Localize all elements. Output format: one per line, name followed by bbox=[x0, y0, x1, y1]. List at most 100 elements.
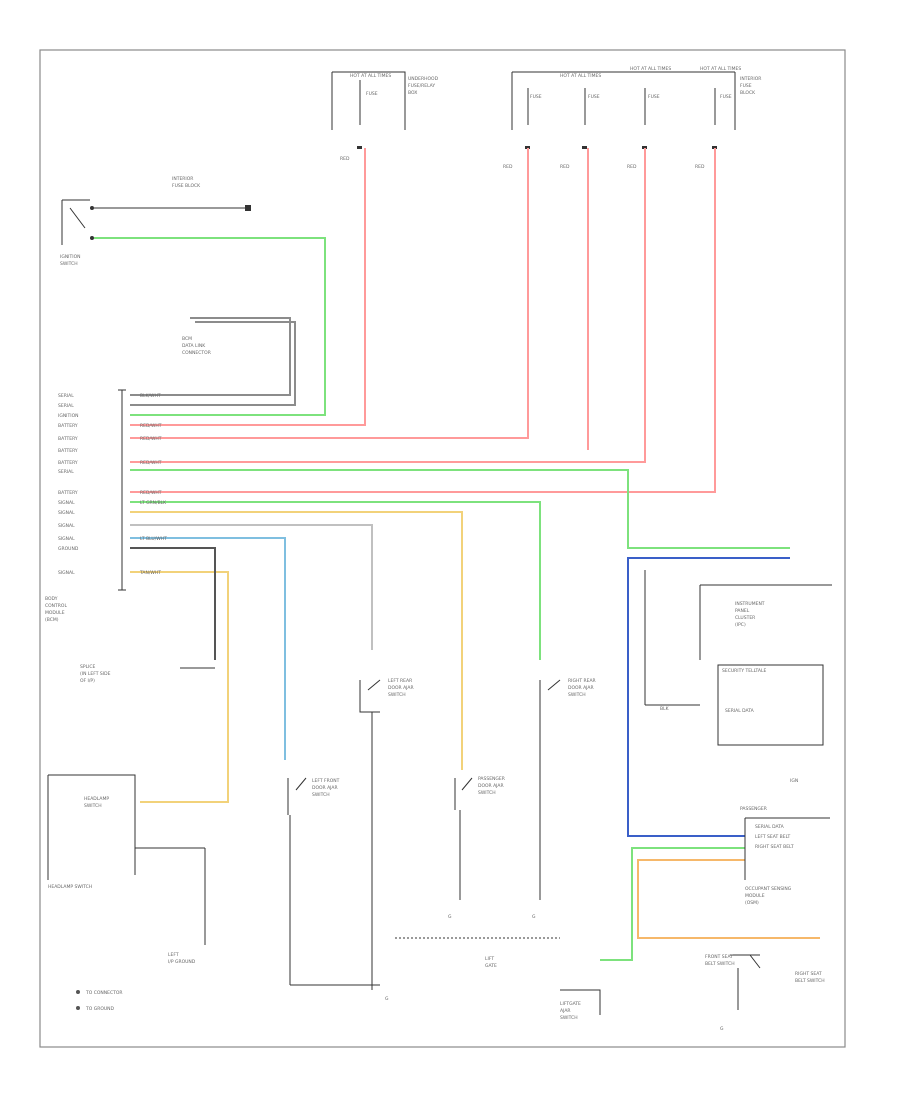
body-control-module-connector: BCM DATA LINK CONNECTOR BODY CONTROL MOD… bbox=[45, 336, 211, 623]
svg-text:BATTERY: BATTERY bbox=[58, 490, 78, 496]
svg-text:FUSE/RELAY: FUSE/RELAY bbox=[408, 83, 435, 89]
svg-text:CLUSTER: CLUSTER bbox=[735, 615, 755, 621]
fuse-wire-labels: RED RED RED RED RED bbox=[340, 156, 705, 170]
svg-text:RED/WHT: RED/WHT bbox=[140, 490, 162, 496]
svg-text:(BCM): (BCM) bbox=[45, 617, 59, 623]
svg-text:MODULE: MODULE bbox=[745, 893, 765, 899]
svg-text:BLK: BLK bbox=[660, 706, 670, 712]
svg-text:PANEL: PANEL bbox=[735, 608, 750, 614]
svg-text:BATTERY: BATTERY bbox=[58, 436, 78, 442]
bcm-pin-labels: SERIAL SERIAL IGNITION BATTERY BATTERY B… bbox=[58, 393, 167, 576]
svg-text:FUSE: FUSE bbox=[648, 94, 660, 100]
svg-text:TAN/WHT: TAN/WHT bbox=[139, 570, 161, 576]
svg-text:FUSE BLOCK: FUSE BLOCK bbox=[172, 183, 201, 189]
svg-text:BATTERY: BATTERY bbox=[58, 448, 78, 454]
svg-text:(IN LEFT SIDE: (IN LEFT SIDE bbox=[80, 671, 111, 677]
svg-text:HEADLAMP: HEADLAMP bbox=[84, 796, 109, 802]
svg-text:TO GROUND: TO GROUND bbox=[85, 1006, 115, 1012]
svg-text:SWITCH: SWITCH bbox=[60, 261, 78, 267]
svg-text:DATA LINK: DATA LINK bbox=[182, 343, 206, 349]
svg-text:PASSENGER: PASSENGER bbox=[740, 806, 767, 812]
svg-text:BATTERY: BATTERY bbox=[58, 423, 78, 429]
svg-text:FUSE: FUSE bbox=[366, 91, 378, 97]
svg-text:BELT SWITCH: BELT SWITCH bbox=[705, 961, 735, 967]
svg-text:DOOR AJAR: DOOR AJAR bbox=[478, 783, 504, 789]
svg-text:G: G bbox=[532, 914, 536, 920]
front-seat-belt-switch: FRONT SEAT BELT SWITCH RIGHT SEAT BELT S… bbox=[705, 954, 825, 1032]
svg-text:RED: RED bbox=[503, 164, 513, 170]
svg-text:INTERIOR: INTERIOR bbox=[740, 76, 761, 82]
svg-text:SIGNAL: SIGNAL bbox=[58, 523, 75, 529]
fuse-block-right: HOT AT ALL TIMES HOT AT ALL TIMES HOT AT… bbox=[511, 66, 761, 149]
svg-text:DOOR AJAR: DOOR AJAR bbox=[568, 685, 594, 691]
svg-text:CONTROL: CONTROL bbox=[45, 603, 67, 609]
svg-text:BATTERY: BATTERY bbox=[58, 460, 78, 466]
svg-text:RED: RED bbox=[695, 164, 705, 170]
svg-text:BODY: BODY bbox=[45, 596, 58, 602]
svg-text:SWITCH: SWITCH bbox=[568, 692, 586, 698]
svg-text:SPLICE: SPLICE bbox=[80, 664, 96, 670]
svg-text:RIGHT SEAT BELT: RIGHT SEAT BELT bbox=[755, 844, 794, 850]
svg-text:DOOR AJAR: DOOR AJAR bbox=[312, 785, 338, 791]
svg-text:G: G bbox=[448, 914, 452, 920]
svg-text:SWITCH: SWITCH bbox=[478, 790, 496, 796]
svg-text:INSTRUMENT: INSTRUMENT bbox=[735, 601, 765, 607]
svg-text:LIFT: LIFT bbox=[485, 956, 494, 962]
svg-text:SIGNAL: SIGNAL bbox=[58, 510, 75, 516]
svg-text:I/P GROUND: I/P GROUND bbox=[168, 959, 196, 965]
svg-text:TO CONNECTOR: TO CONNECTOR bbox=[85, 990, 123, 996]
door-switch-passenger: PASSENGER DOOR AJAR SWITCH bbox=[454, 776, 505, 900]
svg-text:SECURITY TELLTALE: SECURITY TELLTALE bbox=[722, 668, 766, 674]
svg-text:G: G bbox=[385, 996, 389, 1002]
legend: TO CONNECTOR TO GROUND bbox=[76, 990, 123, 1012]
svg-text:GROUND: GROUND bbox=[58, 546, 79, 552]
svg-text:LIFTGATE: LIFTGATE bbox=[560, 1001, 581, 1007]
svg-text:BCM: BCM bbox=[182, 336, 192, 342]
svg-text:SIGNAL: SIGNAL bbox=[58, 536, 75, 542]
svg-text:PASSENGER: PASSENGER bbox=[478, 776, 505, 782]
svg-text:INTERIOR: INTERIOR bbox=[172, 176, 193, 182]
svg-text:(OSM): (OSM) bbox=[745, 900, 759, 906]
svg-text:LT BLU/WHT: LT BLU/WHT bbox=[140, 536, 167, 542]
svg-text:BLK/WHT: BLK/WHT bbox=[140, 393, 161, 399]
svg-text:SERIAL: SERIAL bbox=[58, 393, 74, 399]
svg-text:OF I/P): OF I/P) bbox=[80, 678, 95, 684]
svg-text:HOT AT ALL TIMES: HOT AT ALL TIMES bbox=[700, 66, 741, 72]
svg-text:LEFT: LEFT bbox=[168, 952, 179, 958]
svg-text:SERIAL DATA: SERIAL DATA bbox=[725, 708, 755, 714]
svg-text:SERIAL: SERIAL bbox=[58, 469, 74, 475]
svg-text:HOT AT ALL TIMES: HOT AT ALL TIMES bbox=[560, 73, 601, 79]
svg-text:LEFT SEAT BELT: LEFT SEAT BELT bbox=[755, 834, 790, 840]
svg-text:FRONT SEAT: FRONT SEAT bbox=[705, 954, 733, 960]
svg-text:SWITCH: SWITCH bbox=[84, 803, 102, 809]
svg-text:IGNITION: IGNITION bbox=[60, 254, 81, 260]
svg-text:IGN: IGN bbox=[790, 778, 798, 784]
svg-text:FUSE: FUSE bbox=[740, 83, 752, 89]
svg-text:G: G bbox=[720, 1026, 724, 1032]
svg-text:RED/WHT: RED/WHT bbox=[140, 460, 162, 466]
svg-text:AJAR: AJAR bbox=[560, 1008, 571, 1014]
svg-text:SWITCH: SWITCH bbox=[312, 792, 330, 798]
svg-text:FUSE: FUSE bbox=[588, 94, 600, 100]
door-switch-right-rear: RIGHT REAR DOOR AJAR SWITCH bbox=[539, 678, 596, 900]
svg-text:SIGNAL: SIGNAL bbox=[58, 500, 75, 506]
svg-text:RED: RED bbox=[340, 156, 350, 162]
svg-text:LEFT REAR: LEFT REAR bbox=[388, 678, 412, 684]
svg-text:RED: RED bbox=[560, 164, 570, 170]
svg-text:SERIAL DATA: SERIAL DATA bbox=[755, 824, 785, 830]
svg-text:DOOR AJAR: DOOR AJAR bbox=[388, 685, 414, 691]
svg-text:HEADLAMP SWITCH: HEADLAMP SWITCH bbox=[48, 884, 92, 890]
svg-text:LEFT FRONT: LEFT FRONT bbox=[312, 778, 340, 784]
driver-seat-belt-switch: SERIAL DATA LEFT SEAT BELT RIGHT SEAT BE… bbox=[740, 806, 830, 906]
svg-text:SIGNAL: SIGNAL bbox=[58, 570, 75, 576]
door-switch-left-front: LEFT FRONT DOOR AJAR SWITCH bbox=[287, 777, 380, 986]
svg-text:RED: RED bbox=[627, 164, 637, 170]
svg-text:CONNECTOR: CONNECTOR bbox=[182, 350, 211, 356]
svg-text:SWITCH: SWITCH bbox=[560, 1015, 578, 1021]
svg-text:RIGHT REAR: RIGHT REAR bbox=[568, 678, 596, 684]
svg-text:FUSE: FUSE bbox=[530, 94, 542, 100]
svg-text:BLOCK: BLOCK bbox=[740, 90, 756, 96]
svg-text:IGNITION: IGNITION bbox=[58, 413, 79, 419]
svg-text:BELT SWITCH: BELT SWITCH bbox=[795, 978, 825, 984]
